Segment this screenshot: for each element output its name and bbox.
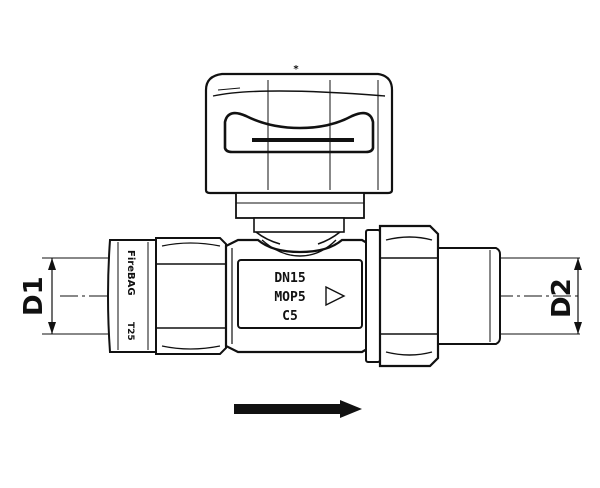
marking-dn: DN15 xyxy=(274,271,305,286)
valve-body: DN15 MOP5 C5 xyxy=(224,231,374,354)
handle: * xyxy=(204,64,394,195)
marking-mop: MOP5 xyxy=(274,290,305,305)
valve-stem xyxy=(235,192,365,233)
dimension-d2: D2 xyxy=(547,258,582,334)
label-d2: D2 xyxy=(547,278,577,318)
handle-grip xyxy=(223,111,375,154)
dimension-d1: D1 xyxy=(19,258,56,334)
label-d1: D1 xyxy=(19,276,49,316)
inlet-connector: FireBAG T25 xyxy=(107,237,227,355)
brand-code: T25 xyxy=(125,322,135,341)
brand-text: FireBAG xyxy=(125,250,136,296)
flow-direction-arrow xyxy=(234,400,362,418)
marking-class: C5 xyxy=(282,309,298,324)
center-axis xyxy=(42,257,580,335)
handle-star-mark: * xyxy=(293,64,299,75)
flow-triangle-icon xyxy=(325,285,346,307)
outlet-union xyxy=(365,224,501,368)
marking-plate xyxy=(237,259,363,329)
